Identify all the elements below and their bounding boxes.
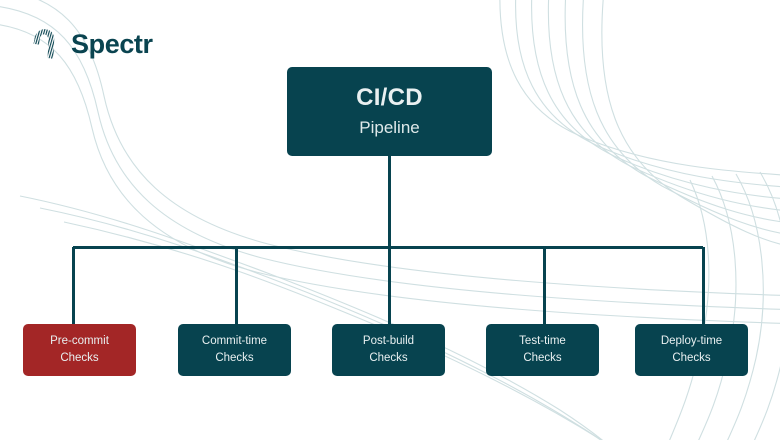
spectr-mark-icon bbox=[33, 29, 55, 59]
node-label-line2: Checks bbox=[523, 352, 562, 364]
node-title: CI/CD bbox=[356, 84, 423, 112]
node-label-line1: Commit-time bbox=[201, 334, 268, 347]
node-label-line2: Checks bbox=[369, 352, 408, 364]
node-label-line1: Post-build bbox=[362, 334, 415, 347]
node-label-line2: Checks bbox=[672, 352, 711, 364]
brand-name: Spectr bbox=[71, 28, 153, 59]
node-label-line1: Deploy-time bbox=[660, 334, 723, 347]
node-pre-commit-checks[interactable]: Pre-commit Checks bbox=[23, 324, 136, 376]
node-label-line1: Test-time bbox=[519, 334, 566, 347]
node-label-line1: Pre-commit bbox=[50, 334, 109, 347]
node-cicd-pipeline[interactable]: CI/CD Pipeline bbox=[287, 67, 492, 156]
node-deploy-time-checks[interactable]: Deploy-time Checks bbox=[635, 324, 748, 376]
node-post-build-checks[interactable]: Post-build Checks bbox=[332, 324, 445, 376]
node-subtitle: Pipeline bbox=[359, 117, 420, 137]
node-commit-time-checks[interactable]: Commit-time Checks bbox=[178, 324, 291, 376]
brand-logo: Spectr bbox=[30, 27, 153, 61]
node-label-line2: Checks bbox=[215, 352, 254, 364]
node-label-line2: Checks bbox=[60, 352, 99, 364]
node-test-time-checks[interactable]: Test-time Checks bbox=[486, 324, 599, 376]
